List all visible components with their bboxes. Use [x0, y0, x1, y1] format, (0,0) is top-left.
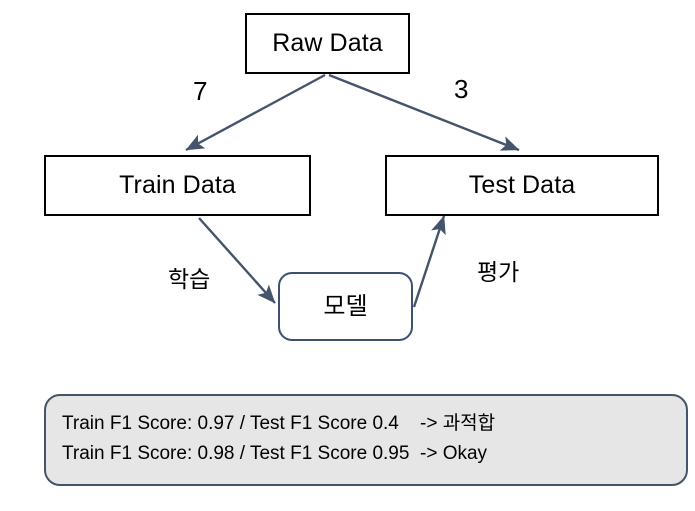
edge-label-train-ratio: 7 [193, 76, 208, 106]
node-train-data[interactable]: Train Data [44, 155, 311, 216]
connector-raw-to-test [328, 73, 520, 152]
edge-label-fit: 학습 [168, 266, 211, 292]
result-line-okay: Train F1 Score: 0.98 / Test F1 Score 0.9… [62, 443, 488, 464]
node-raw-data-label: Raw Data [272, 29, 383, 57]
connector-model-to-test [412, 215, 446, 308]
results-callout: Train F1 Score: 0.97 / Test F1 Score 0.4… [44, 394, 688, 486]
node-model-label: 모델 [323, 292, 368, 320]
node-train-data-label: Train Data [119, 171, 236, 199]
node-raw-data[interactable]: Raw Data [245, 13, 410, 74]
node-test-data-label: Test Data [468, 171, 576, 199]
edge-label-test-ratio: 3 [454, 74, 469, 104]
result-line-overfit: Train F1 Score: 0.97 / Test F1 Score 0.4… [62, 413, 496, 434]
node-test-data[interactable]: Test Data [385, 155, 659, 216]
connector-train-to-model [198, 217, 276, 304]
edge-label-evaluate: 평가 [477, 259, 520, 285]
node-model[interactable]: 모델 [278, 272, 413, 341]
